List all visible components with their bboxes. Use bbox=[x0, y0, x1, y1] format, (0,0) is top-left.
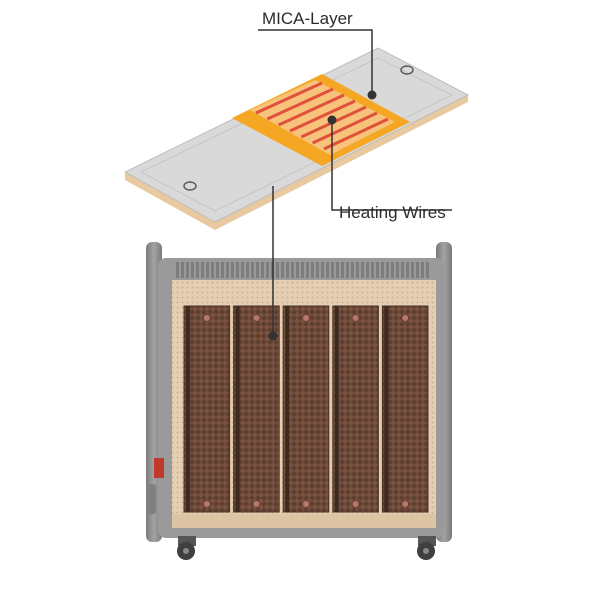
heating-wires-label: Heating Wires bbox=[339, 203, 446, 222]
fin bbox=[301, 262, 304, 278]
fin bbox=[181, 262, 184, 278]
fin bbox=[256, 262, 259, 278]
fin bbox=[396, 262, 399, 278]
heating-wire bbox=[323, 117, 389, 151]
fin bbox=[411, 262, 414, 278]
fin bbox=[386, 262, 389, 278]
heating-wire bbox=[278, 93, 345, 127]
fin bbox=[401, 262, 404, 278]
fin bbox=[241, 262, 244, 278]
mount-hole-icon bbox=[183, 181, 197, 191]
right-wheel-icon bbox=[417, 536, 436, 560]
fin bbox=[291, 262, 294, 278]
callout-lines bbox=[258, 29, 452, 335]
heater-body bbox=[146, 242, 452, 560]
fin bbox=[276, 262, 279, 278]
bottom-bar bbox=[172, 514, 436, 528]
fin bbox=[321, 262, 324, 278]
fin bbox=[331, 262, 334, 278]
fin bbox=[371, 262, 374, 278]
fin bbox=[381, 262, 384, 278]
mica-callout-dot bbox=[367, 90, 377, 100]
mica-panel bbox=[123, 47, 470, 230]
fin bbox=[316, 262, 319, 278]
left-wheel-icon bbox=[177, 536, 196, 560]
fin bbox=[231, 262, 234, 278]
heating-element bbox=[381, 305, 429, 513]
mica-callout-line bbox=[258, 29, 373, 95]
fin bbox=[236, 262, 239, 278]
fin bbox=[351, 262, 354, 278]
top-fins bbox=[176, 262, 429, 278]
heating-element bbox=[233, 305, 280, 513]
heating-elements bbox=[183, 305, 429, 513]
fin bbox=[196, 262, 199, 278]
fin bbox=[306, 262, 309, 278]
fin bbox=[336, 262, 339, 278]
mica-layer-label: MICA-Layer bbox=[262, 9, 353, 28]
fin bbox=[191, 262, 194, 278]
fin bbox=[201, 262, 204, 278]
fin bbox=[416, 262, 419, 278]
fin bbox=[246, 262, 249, 278]
fin bbox=[366, 262, 369, 278]
fin bbox=[296, 262, 299, 278]
fin bbox=[311, 262, 314, 278]
fin bbox=[206, 262, 209, 278]
fin bbox=[356, 262, 359, 278]
heating-wires-callout-line bbox=[331, 118, 452, 211]
fin bbox=[281, 262, 284, 278]
fin bbox=[211, 262, 214, 278]
heating-element bbox=[183, 305, 231, 513]
heating-wire bbox=[255, 81, 323, 115]
fin bbox=[361, 262, 364, 278]
fin bbox=[376, 262, 379, 278]
fin bbox=[346, 262, 349, 278]
fin bbox=[341, 262, 344, 278]
fin bbox=[251, 262, 254, 278]
heater-callout-dot bbox=[268, 331, 278, 341]
control-indicator-icon bbox=[154, 458, 164, 478]
heating-wires-callout-dot bbox=[327, 115, 337, 125]
mount-hole-icon bbox=[400, 65, 414, 75]
heating-element bbox=[332, 305, 379, 513]
heating-wire bbox=[289, 99, 356, 133]
fin bbox=[216, 262, 219, 278]
heating-wire bbox=[266, 87, 334, 121]
fin bbox=[326, 262, 329, 278]
fin bbox=[226, 262, 229, 278]
fin bbox=[176, 262, 179, 278]
fin bbox=[426, 262, 429, 278]
heating-wire bbox=[312, 111, 378, 145]
fin bbox=[286, 262, 289, 278]
control-knob-icon bbox=[146, 484, 156, 514]
fin bbox=[421, 262, 424, 278]
fin bbox=[221, 262, 224, 278]
fin bbox=[261, 262, 264, 278]
fin bbox=[186, 262, 189, 278]
fin bbox=[266, 262, 269, 278]
heating-element bbox=[282, 305, 330, 513]
fin bbox=[406, 262, 409, 278]
fin bbox=[391, 262, 394, 278]
